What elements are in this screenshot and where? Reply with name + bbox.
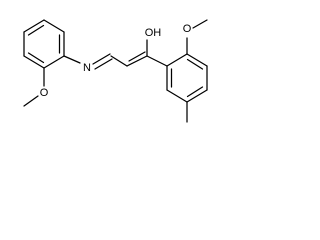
hydroxyl-label: OH	[145, 27, 162, 39]
left-benzene-ring	[23, 19, 65, 69]
bond-chain-single	[110, 55, 128, 67]
bond	[186, 53, 208, 67]
bond-chain-to-ring	[146, 55, 168, 67]
vinyl-double-bond	[126, 55, 148, 67]
aromatic-double-bond	[186, 58, 204, 70]
imine-double-bond	[94, 58, 113, 70]
right-methoxy-oxygen-label: O	[183, 23, 192, 35]
bond	[43, 55, 65, 69]
bond-ring-to-nitrogen	[63, 55, 81, 64]
bond-oxygen-to-methyl	[192, 19, 208, 29]
left-methoxy-oxygen-label: O	[40, 87, 49, 99]
bond	[43, 19, 65, 33]
chemical-structure-diagram: O N OH O	[23, 19, 208, 123]
right-benzene-ring	[166, 53, 208, 103]
bond	[166, 89, 188, 103]
bond	[23, 55, 45, 69]
nitrogen-label: N	[83, 62, 91, 74]
bond	[186, 89, 208, 103]
bond	[23, 19, 45, 33]
vinyl-double-bond	[128, 51, 146, 62]
bond-oxygen-to-methyl	[23, 95, 39, 107]
aromatic-double-bond	[27, 24, 45, 36]
bond	[166, 53, 188, 67]
aromatic-double-bond	[186, 86, 204, 98]
aromatic-double-bond	[27, 52, 45, 64]
imine-double-bond	[92, 53, 111, 65]
